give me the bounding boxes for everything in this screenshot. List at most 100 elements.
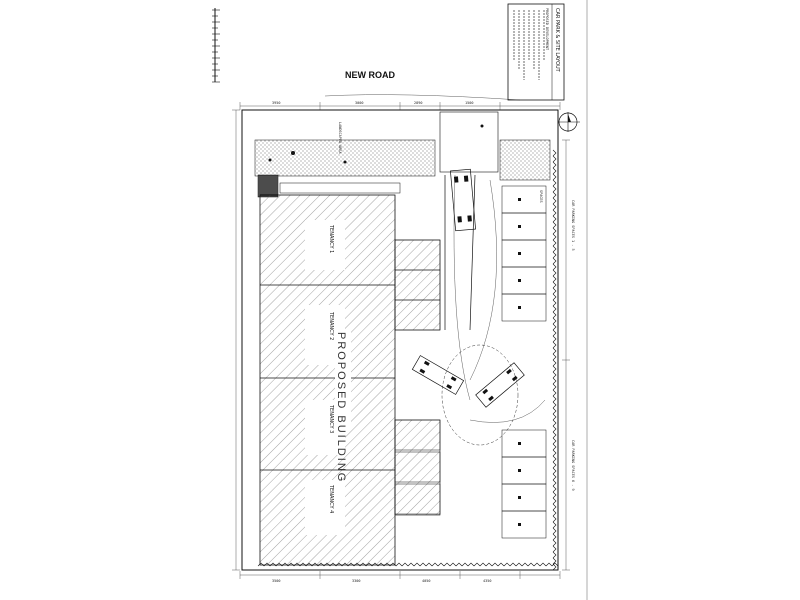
fence-segment (552, 359, 557, 367)
fence-segment (443, 562, 451, 567)
fence-segment (552, 551, 557, 559)
fence-segment (425, 562, 433, 567)
wheel-stop-icon (518, 523, 521, 526)
fence-segment (479, 562, 487, 567)
fence-segment (552, 281, 557, 289)
parking-bay (501, 266, 547, 295)
fence-segment (552, 155, 557, 163)
vehicle-icon (475, 362, 525, 408)
fence-segment (552, 167, 557, 175)
fence-segment (552, 209, 557, 217)
loading-stall (394, 419, 441, 451)
top-dimension-line: 3950 3000 2890 1500 (239, 101, 561, 110)
fence-segment (552, 545, 557, 553)
fence-segment (552, 497, 557, 505)
parking-bay (501, 456, 547, 485)
fence-segment (552, 233, 557, 241)
fence-segment (497, 562, 505, 567)
fence-segment (515, 562, 523, 567)
fence-segment (552, 533, 557, 541)
dim-bottom-1: 3500 (272, 579, 280, 583)
fence-segment (552, 257, 557, 265)
fence-segment (552, 197, 557, 205)
tenancy-label-1: TENANCY 1 (328, 224, 334, 253)
tenancy-label-2: TENANCY 2 (328, 311, 334, 340)
fence-segment (552, 341, 557, 349)
fence-segment (551, 562, 559, 567)
fence-segment (491, 562, 499, 567)
fence-segment (552, 353, 557, 361)
fence-segment (545, 562, 553, 567)
fence-segment (413, 562, 421, 567)
fence-segment (461, 562, 469, 567)
dim-bottom-4: 4350 (483, 579, 491, 583)
fence-segment (419, 562, 427, 567)
loading-stall (394, 299, 441, 331)
wheel-stop-icon (518, 442, 521, 445)
fence-segment (552, 437, 557, 445)
wheel-stop-icon (518, 306, 521, 309)
fence-segment (552, 311, 557, 319)
fence-segment (552, 335, 557, 343)
fence-segment (552, 275, 557, 283)
tree-icon (291, 151, 295, 155)
fence-segment (552, 425, 557, 433)
fence-segment (552, 179, 557, 187)
loading-stall (394, 483, 441, 515)
title-subheading: PROPOSED DEVELOPMENT (545, 8, 549, 51)
driveway (441, 174, 546, 446)
fence-segment (552, 299, 557, 307)
parking-bay-label: SPACES (539, 190, 543, 203)
fence-segment (552, 371, 557, 379)
road-label: NEW ROAD (345, 70, 395, 80)
fence-segment (467, 562, 475, 567)
fence-segment (552, 455, 557, 463)
fence-segment (552, 563, 557, 571)
wheel-stop-icon (518, 252, 521, 255)
fence-segment (552, 503, 557, 511)
dim-top-3: 2890 (414, 101, 422, 105)
bin-store (257, 174, 279, 198)
vehicle-icon (450, 168, 476, 232)
dim-top-2: 3000 (355, 101, 363, 105)
fence-segment (552, 329, 557, 337)
fence-segment (552, 539, 557, 547)
parking-row-label-2: CAR PARKING SPACES 6 - 9 (571, 440, 575, 491)
site-boundary (241, 109, 559, 571)
fence-segment (552, 491, 557, 499)
fence-segment (552, 215, 557, 223)
fence-segment (552, 443, 557, 451)
wheel-stop-icon (518, 469, 521, 472)
fence-segment (552, 227, 557, 235)
parking-bay (501, 483, 547, 512)
dim-bottom-3: 4050 (422, 579, 430, 583)
tenancy-label-3: TENANCY 3 (328, 404, 334, 433)
fence-segment (509, 562, 517, 567)
loading-stalls (394, 239, 441, 515)
parking-row-label-1: CAR PARKING SPACES 1 - 5 (571, 200, 575, 251)
road-kerb-line (324, 94, 521, 101)
fence-segment (552, 377, 557, 385)
fence-segment (552, 305, 557, 313)
wheel-stop-icon (518, 198, 521, 201)
entry-gate-area (439, 111, 499, 173)
fence-segment (552, 407, 557, 415)
fence-segment (552, 401, 557, 409)
fence-segment (552, 473, 557, 481)
fence-segment (552, 239, 557, 247)
fence-segment (552, 161, 557, 169)
fence-segment (552, 557, 557, 565)
fence-segment (552, 347, 557, 355)
tree-icon (268, 158, 272, 162)
fence-segment (552, 269, 557, 277)
fence-segment (552, 395, 557, 403)
fence-segment (552, 479, 557, 487)
wheel-stop-icon (518, 496, 521, 499)
fence-segment (455, 562, 463, 567)
fence-segment (552, 173, 557, 181)
fence-segment (552, 383, 557, 391)
building-label: PROPOSED BUILDING (335, 332, 347, 483)
fence-segment (527, 562, 535, 567)
vehicle-icon (411, 355, 465, 395)
